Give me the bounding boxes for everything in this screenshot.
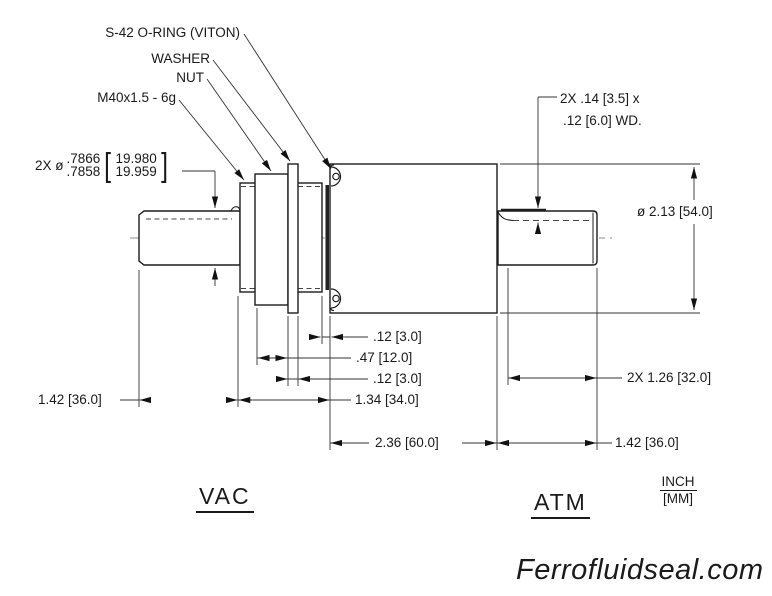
groove-note: 2X .14 [3.5] x .12 [6.0] WD. [560,88,642,132]
dia-inch-upper: .7866 [66,150,101,166]
housing-body [329,163,498,314]
right-shaft [497,208,598,266]
dim-body-length: 2.36 [60.0] [372,435,442,451]
dia-inch-lower: .7858 [66,164,101,179]
oring-cross-sections [329,164,342,312]
units-mm: [MM] [663,491,693,506]
callout-thread: M40x1.5 - 6g [97,90,176,105]
shaft-diameter-note: 2X ø .7866 .7858 [ 19.980 19.959 ] [35,146,169,183]
groove-note-line1: 2X .14 [3.5] x [560,91,640,106]
dia-mm-upper: 19.980 [115,150,157,166]
dia-bracket-open: [ [104,146,112,183]
callout-nut: NUT [176,70,204,85]
dimension-lines [120,167,698,447]
zone-label-vac: VAC [196,483,254,513]
extension-lines [138,163,700,450]
left-shaft [138,206,241,266]
dim-right-shaft-length: 1.42 [36.0] [615,435,679,450]
dim-washer-thickness: .12 [3.0] [373,371,422,386]
callout-oring: S-42 O-RING (VITON) [105,25,240,40]
zone-label-atm: ATM [531,489,590,519]
units-note: INCH [MM] [653,474,703,506]
dim-oring-gap: .12 [3.0] [373,329,422,344]
dim-body-diameter: ø 2.13 [54.0] [634,204,716,220]
seal-face [325,185,329,290]
washer [287,163,299,314]
dim-left-shaft-length: 1.42 [36.0] [38,392,102,407]
groove-note-line2: .12 [6.0] WD. [563,113,642,128]
leader-lines [178,33,557,286]
dia-mm-lower: 19.959 [115,164,157,179]
watermark-ferrofluidseal: Ferrofluidseal.com [516,554,764,586]
callout-washer: WASHER [151,51,210,66]
dia-bracket-close: ] [160,146,168,183]
dim-nut-width: .47 [12.0] [356,350,413,365]
dia-prefix: 2X ø [35,157,64,173]
units-inch: INCH [659,474,697,491]
nut [254,173,289,306]
dim-right-groove-length: 2X 1.26 [32.0] [627,370,712,385]
dim-flange-length: 1.34 [34.0] [355,392,419,407]
